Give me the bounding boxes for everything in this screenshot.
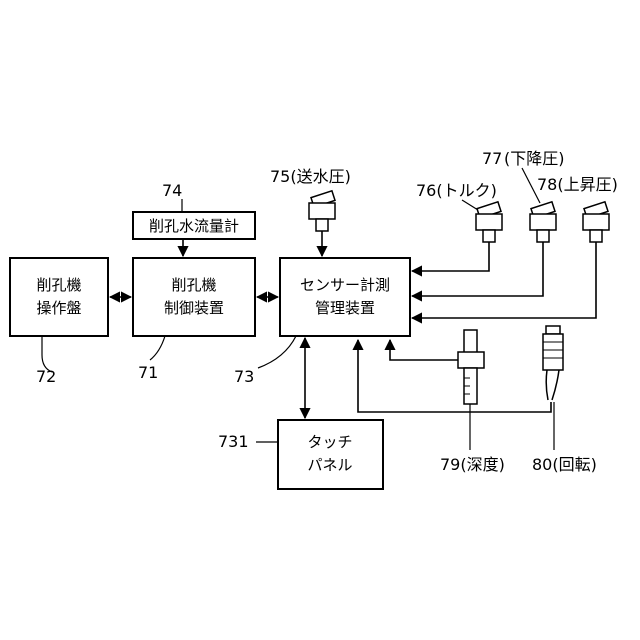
- operation-panel-line1: 削孔機: [36, 276, 81, 294]
- line-down-pressure: [412, 242, 543, 296]
- ref-74: 74: [162, 181, 182, 200]
- rotation-sensor-icon: [543, 326, 563, 400]
- up-pressure-sensor-icon: [583, 202, 609, 242]
- flowmeter-label: 削孔水流量計: [149, 217, 239, 235]
- leader-torque: [462, 200, 478, 210]
- operation-panel-block: 削孔機 操作盤: [10, 258, 108, 336]
- sensor-manager-block: センサー計測 管理装置: [280, 258, 410, 336]
- torque-sensor-icon: [476, 202, 502, 242]
- line-torque: [412, 242, 489, 271]
- control-device-block: 削孔機 制御装置: [133, 258, 255, 336]
- ref-leader-73: [258, 336, 296, 368]
- touch-panel-block: タッチ パネル: [278, 420, 383, 489]
- ref-731: 731: [218, 432, 249, 451]
- touch-panel-line1: タッチ: [307, 433, 352, 451]
- line-depth: [390, 340, 458, 360]
- operation-panel-line2: 操作盤: [36, 299, 81, 317]
- ref-72: 72: [36, 367, 56, 386]
- flowmeter-block: 削孔水流量計: [133, 212, 255, 239]
- ref-71: 71: [138, 363, 158, 382]
- down-pressure-sensor-icon: [530, 202, 556, 242]
- label-torque: 76(トルク): [416, 181, 497, 200]
- control-device-line1: 削孔機: [171, 276, 216, 294]
- sensor-manager-line2: 管理装置: [315, 299, 375, 317]
- label-rotation: 80(回転): [532, 455, 597, 474]
- label-depth: 79(深度): [440, 455, 505, 474]
- ref-leader-71: [150, 336, 165, 360]
- sensor-manager-line1: センサー計測: [300, 276, 390, 294]
- line-up-pressure: [412, 242, 596, 318]
- line-rotation: [358, 340, 551, 412]
- ref-73: 73: [234, 367, 254, 386]
- depth-sensor-icon: [458, 330, 484, 404]
- label-water-pressure: 75(送水圧): [270, 167, 351, 186]
- label-down-pressure-num: 77: [482, 149, 502, 168]
- touch-panel-line2: パネル: [307, 456, 352, 474]
- control-device-line2: 制御装置: [164, 299, 224, 317]
- water-pressure-sensor-icon: [309, 191, 335, 231]
- label-down-pressure-name: (下降圧): [504, 149, 565, 168]
- label-up-pressure: 78(上昇圧): [537, 175, 618, 194]
